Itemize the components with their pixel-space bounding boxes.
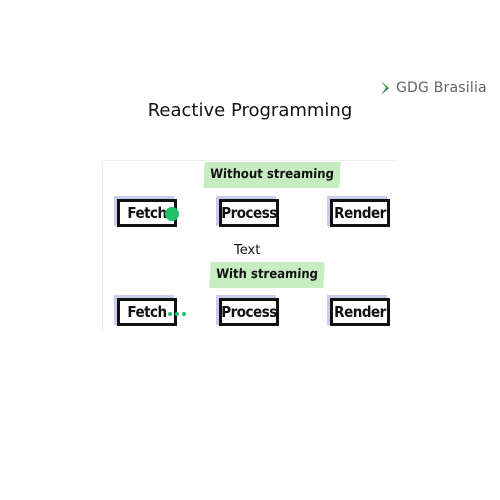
- divider-line: [102, 160, 103, 330]
- without-streaming-label: Without streaming: [203, 162, 341, 188]
- step-label: Render: [330, 298, 390, 326]
- step-box-render: Render: [327, 196, 395, 230]
- gdg-chevron-icon: [381, 81, 389, 95]
- stream-dot: [182, 312, 186, 316]
- step-label: Render: [330, 199, 390, 227]
- step-label: Process: [219, 298, 279, 326]
- stream-dot: [168, 312, 172, 316]
- step-box-process: Process: [216, 196, 284, 230]
- gdg-logo: GDG Brasilia: [380, 78, 487, 98]
- big-dot-connector: [165, 207, 179, 221]
- text-label: Text: [234, 243, 261, 258]
- slide-title: Reactive Programming: [147, 100, 353, 121]
- step-box-render: Render: [327, 295, 395, 329]
- divider-line: [102, 160, 398, 161]
- step-box-process: Process: [216, 295, 284, 329]
- stream-dot: [175, 312, 179, 316]
- with-streaming-label: With streaming: [209, 262, 325, 288]
- logo-text: GDG Brasilia: [396, 80, 487, 96]
- step-box-fetch: Fetch: [114, 295, 182, 329]
- step-label: Process: [219, 199, 279, 227]
